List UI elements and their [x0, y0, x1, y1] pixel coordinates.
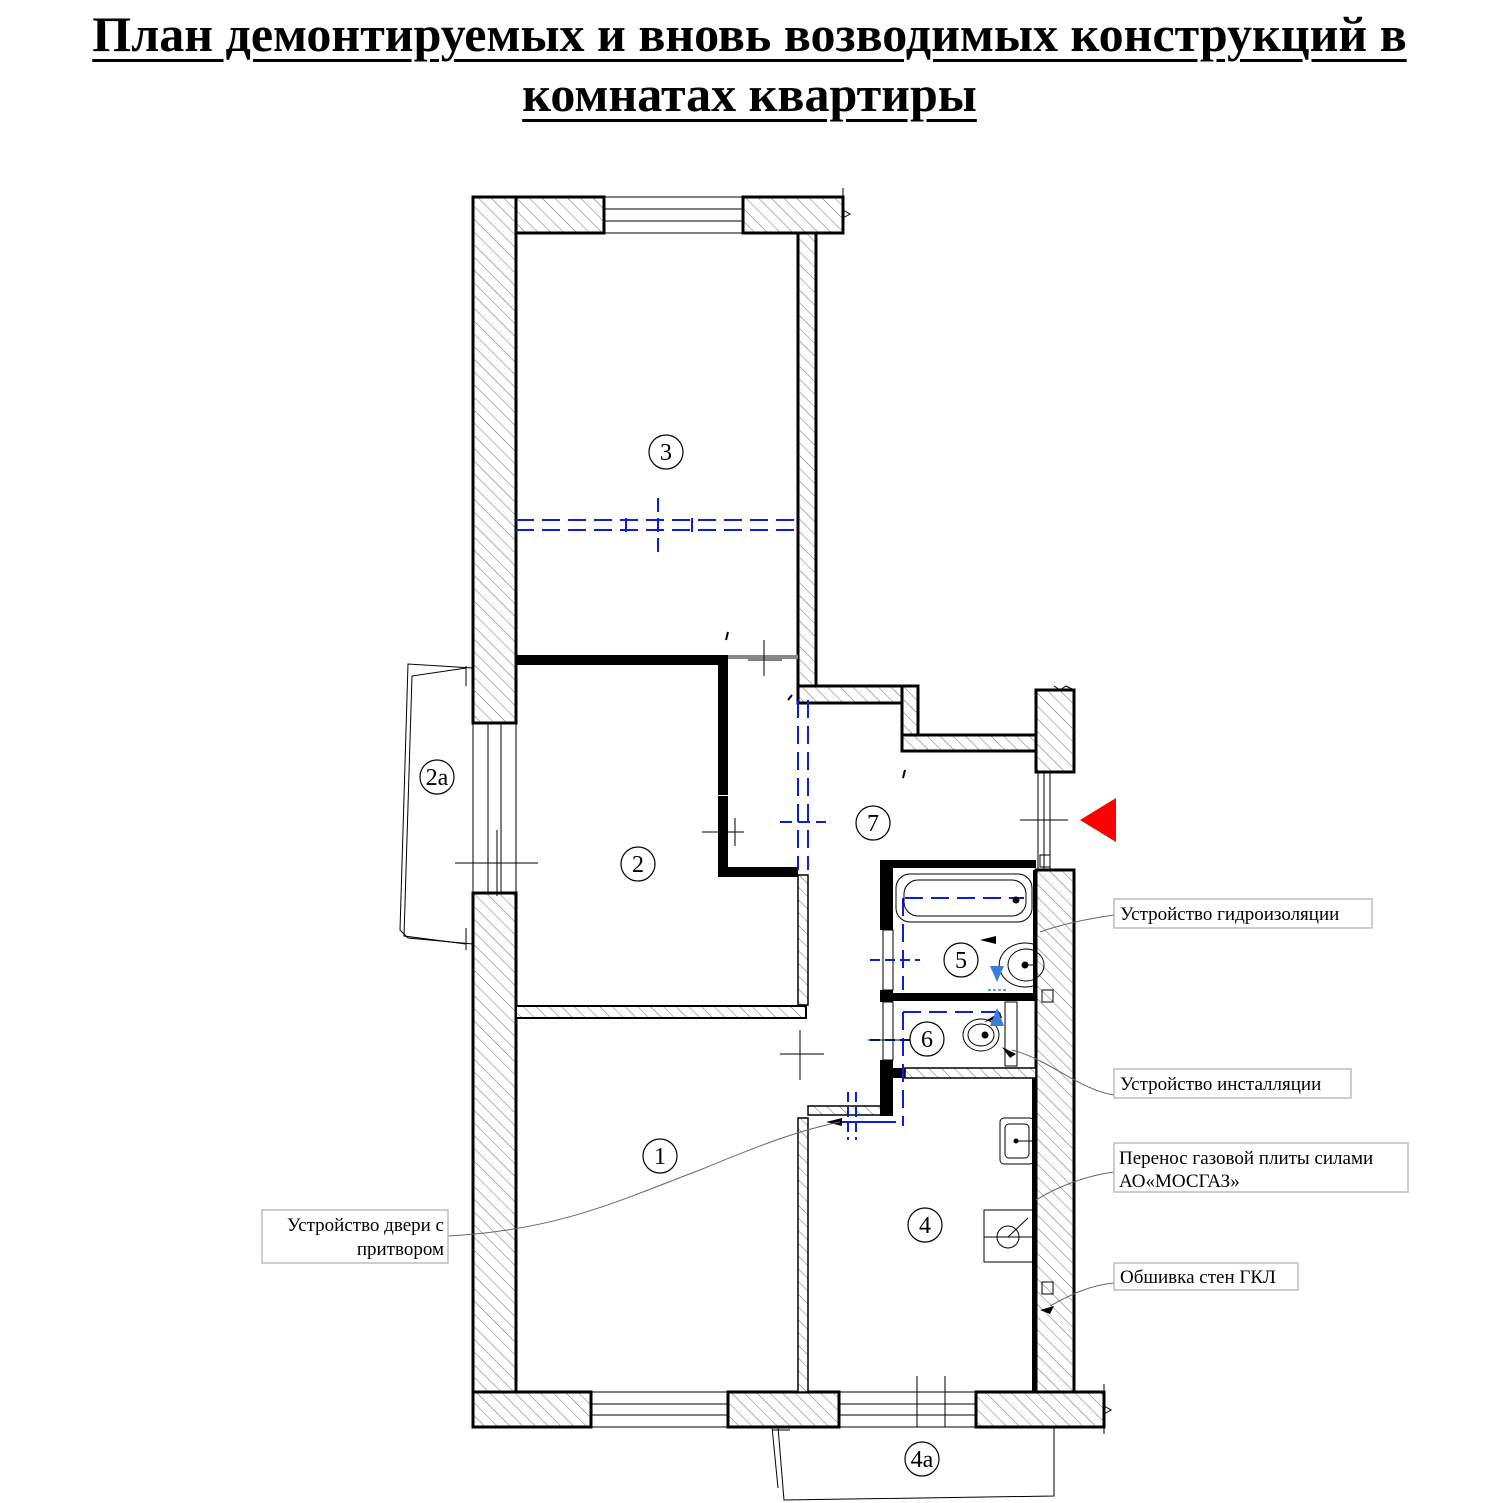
note-gas-stove: Перенос газовой плиты силами АО«МОСГАЗ»: [1113, 1142, 1409, 1193]
demolition-lines: [516, 498, 1024, 1140]
svg-text:7: 7: [867, 811, 879, 837]
wall-bottom-middle: [726, 1390, 841, 1429]
bearing-walls: [471, 195, 1106, 1429]
svg-text:2а: 2а: [426, 765, 449, 791]
note-door: Устройство двери с притвором: [261, 1209, 449, 1264]
wc-partitions: [882, 929, 1018, 1067]
wall-niche-top: [796, 684, 920, 705]
plumbing-fixtures: [895, 854, 1054, 1295]
svg-text:5: 5: [955, 948, 967, 974]
new-walls: [516, 655, 1037, 1392]
title-line-1: План демонтируемых и вновь возводимых ко…: [92, 6, 1407, 62]
washbasin-icon: [998, 942, 1037, 988]
gas-stove-icon: [983, 1209, 1035, 1263]
svg-text:Перенос газовой плиты силами: Перенос газовой плиты силами: [1119, 1148, 1373, 1169]
blue-arrow-down-icon: [990, 966, 1004, 982]
callout-leaders: [447, 914, 1115, 1307]
wall-right-lower: [1034, 868, 1076, 1394]
page-title: План демонтируемых и вновь возводимых ко…: [0, 4, 1499, 124]
wall-room2-corridor: [797, 874, 809, 1006]
wall-room1-room2: [515, 1005, 807, 1019]
svg-text:3: 3: [660, 440, 672, 466]
wall-bottom-right: [974, 1390, 1106, 1429]
note-gkl-cladding: Обшивка стен ГКЛ: [1113, 1262, 1299, 1291]
plumbing-markers: [988, 966, 1006, 1026]
svg-text:Устройство двери с: Устройство двери с: [287, 1215, 444, 1236]
note-waterproofing: Устройство гидроизоляции: [1113, 898, 1373, 929]
loggia-4a-outline: [771, 1376, 1055, 1501]
note-installation: Устройство инсталляции: [1113, 1068, 1352, 1099]
wall-niche-bottom: [900, 733, 1038, 753]
wall-wc-kitchen: [904, 1067, 1037, 1079]
room-marker-4a: 4а: [904, 1441, 940, 1477]
blue-arrow-up-icon: [990, 1008, 1004, 1026]
svg-text:4а: 4а: [911, 1447, 934, 1473]
red-triangle-icon: [1080, 798, 1116, 842]
svg-text:6: 6: [921, 1027, 933, 1053]
windows: [472, 196, 1051, 1428]
room-marker-1: 1: [642, 1138, 678, 1174]
bathtub-icon: [895, 873, 1033, 923]
room-marker-5: 5: [943, 942, 979, 978]
wall-top-right: [741, 195, 845, 235]
svg-text:1: 1: [654, 1144, 666, 1170]
room-marker-6: 6: [909, 1021, 945, 1057]
svg-text:4: 4: [919, 1213, 931, 1239]
opening-marks: [702, 640, 1068, 1080]
title-line-2: комнатах квартиры: [522, 66, 977, 122]
wall-left-upper: [471, 195, 518, 725]
wall-left-lower: [471, 891, 518, 1429]
svg-text:Устройство инсталляции: Устройство инсталляции: [1120, 1074, 1321, 1095]
bathtub-inner: [903, 879, 1027, 917]
room-marker-4: 4: [907, 1207, 943, 1243]
wall-bottom-left: [471, 1390, 593, 1429]
wall-right-stub: [1034, 688, 1076, 774]
room-marker-2: 2: [620, 846, 656, 882]
room-marker-3: 3: [648, 434, 684, 470]
svg-text:Устройство гидроизоляции: Устройство гидроизоляции: [1120, 904, 1339, 925]
room-marker-7: 7: [855, 805, 891, 841]
toilet-icon: [962, 1018, 1000, 1052]
svg-text:АО«МОСГАЗ»: АО«МОСГАЗ»: [1119, 1171, 1240, 1192]
wall-room3-right: [796, 231, 818, 688]
svg-text:Обшивка стен ГКЛ: Обшивка стен ГКЛ: [1120, 1267, 1276, 1288]
svg-text:2: 2: [632, 852, 644, 878]
balcony-2a-outline: [399, 663, 538, 950]
room-marker-2a: 2а: [419, 759, 455, 795]
room-markers: 3 2 2а 7 5 6 1 4: [419, 434, 979, 1477]
wall-room1-corridor: [797, 1117, 809, 1393]
svg-text:притвором: притвором: [357, 1239, 444, 1260]
break-marks: [842, 188, 1113, 1434]
